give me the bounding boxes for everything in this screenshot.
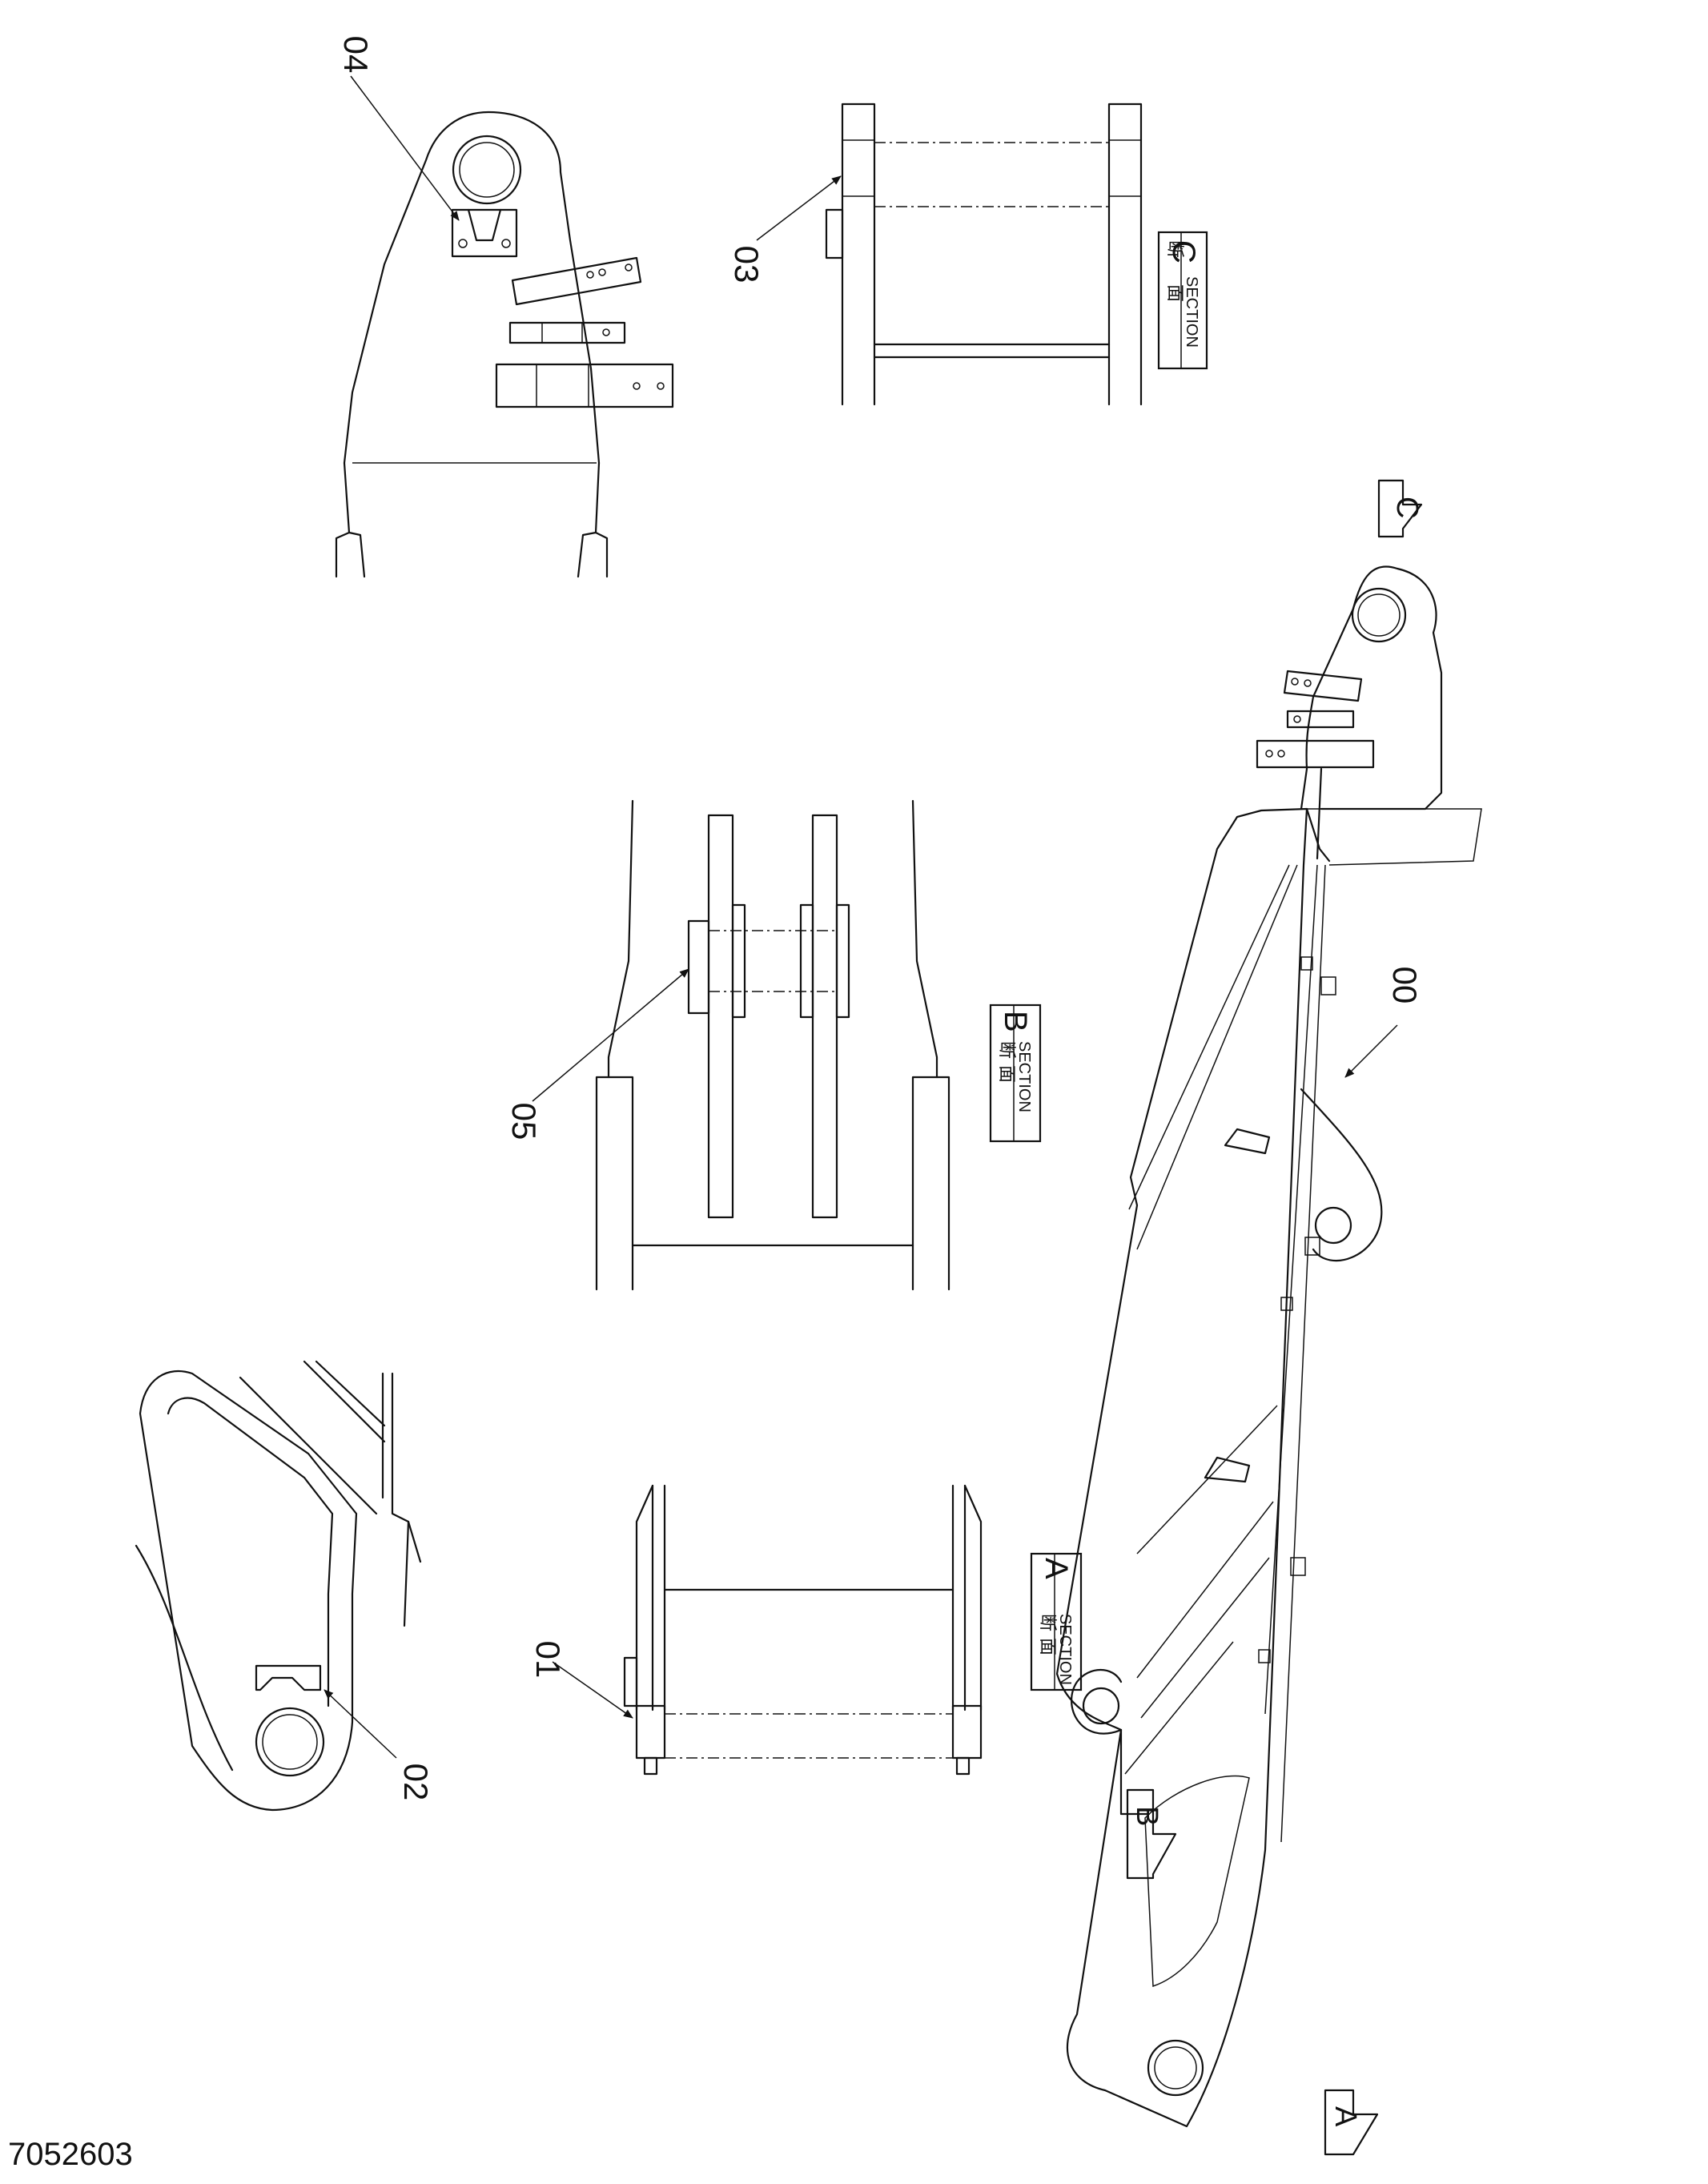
callout-02-label: 02	[397, 1764, 435, 1801]
callout-05: 05	[505, 968, 689, 1140]
section-b-letter: B	[998, 1011, 1033, 1032]
section-b-view	[595, 799, 950, 1291]
section-c-letter: C	[1166, 240, 1201, 263]
section-a-view	[623, 1484, 983, 1776]
detail-02-end	[135, 1360, 422, 1812]
callout-03-label: 03	[728, 246, 766, 284]
section-c-label: 断 面 SECTION C C	[1157, 231, 1208, 370]
section-b-label: 断 面 SECTION B	[989, 1004, 1042, 1143]
view-marker-c-letter: C	[1390, 497, 1424, 518]
view-marker-c: C	[1377, 479, 1424, 538]
svg-text:面: 面	[997, 1065, 1017, 1083]
view-marker-b: B	[1119, 1728, 1177, 1880]
section-a-label: 断 面 SECTION A	[1030, 1552, 1083, 1691]
callout-01: 01	[529, 1641, 633, 1719]
view-marker-b-letter: B	[1130, 1806, 1163, 1826]
callout-00: 00 00	[1344, 967, 1424, 1078]
section-a-letter: A	[1039, 1558, 1074, 1579]
view-marker-a-letter: A	[1328, 2106, 1362, 2127]
detail-04-pivot-end	[335, 111, 674, 578]
callout-05-label: 05	[505, 1103, 543, 1140]
callout-04: 04	[337, 36, 460, 221]
callout-03: 03	[728, 175, 842, 284]
svg-text:断: 断	[1165, 240, 1185, 258]
main-boom	[1055, 565, 1482, 2128]
drawing-number: 7052603	[8, 2137, 133, 2172]
callout-02: 02	[324, 1689, 435, 1801]
svg-text:SECTION: SECTION	[1015, 1041, 1033, 1112]
callout-01-label: 01	[529, 1641, 567, 1679]
section-c-view	[825, 103, 1143, 406]
view-marker-a: A	[1324, 2089, 1379, 2156]
svg-text:SECTION: SECTION	[1183, 276, 1200, 348]
svg-text:面: 面	[1165, 284, 1185, 302]
svg-text:断: 断	[1038, 1614, 1058, 1631]
svg-text:SECTION: SECTION	[1056, 1614, 1074, 1685]
svg-text:断: 断	[997, 1041, 1017, 1059]
callout-04-label: 04	[337, 36, 375, 74]
callout-00-label-main: 00	[1386, 967, 1424, 1004]
svg-text:面: 面	[1038, 1638, 1058, 1655]
